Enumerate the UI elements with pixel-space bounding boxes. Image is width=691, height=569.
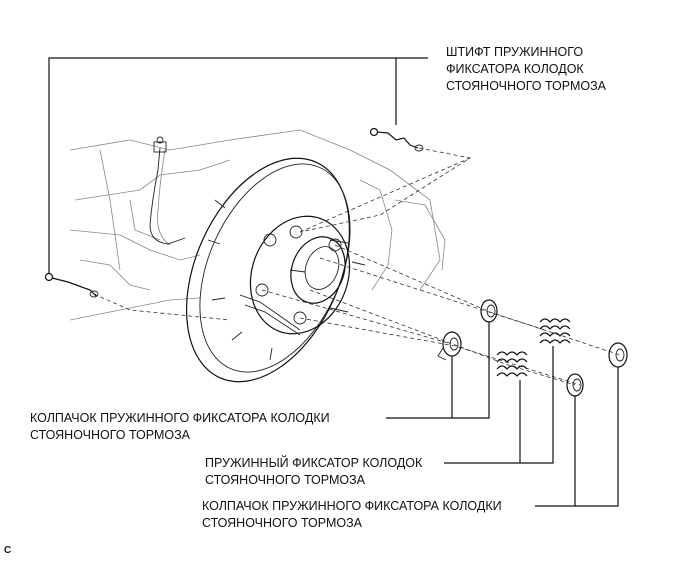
callout-cap-lower — [535, 367, 619, 507]
callout-spring — [444, 346, 554, 464]
label-line: КОЛПАЧОК ПРУЖИННОГО ФИКСАТОРА КОЛОДКИ — [202, 499, 502, 513]
callout-pin — [48, 57, 428, 273]
label-line: КОЛПАЧОК ПРУЖИННОГО ФИКСАТОРА КОЛОДКИ — [30, 411, 330, 425]
suspension-background — [69, 129, 446, 321]
label-spring: ПРУЖИННЫЙ ФИКСАТОР КОЛОДОК СТОЯНОЧНОГО Т… — [205, 455, 422, 489]
label-line: СТОЯНОЧНОГО ТОРМОЗА — [446, 79, 606, 93]
label-cap-upper: КОЛПАЧОК ПРУЖИННОГО ФИКСАТОРА КОЛОДКИ СТ… — [30, 410, 330, 444]
callout-cap-upper — [386, 322, 490, 419]
label-cap-lower: КОЛПАЧОК ПРУЖИННОГО ФИКСАТОРА КОЛОДКИ СТ… — [202, 498, 502, 532]
right-spring-pin — [369, 127, 424, 152]
label-line: СТОЯНОЧНОГО ТОРМОЗА — [205, 473, 365, 487]
left-spring-pin — [44, 272, 99, 298]
label-line: ПРУЖИННЫЙ ФИКСАТОР КОЛОДОК — [205, 456, 423, 470]
spring-lower — [496, 351, 528, 377]
hub-flange — [239, 215, 366, 336]
upper-cap-right — [480, 299, 498, 323]
lower-cap-right — [608, 342, 628, 368]
label-line: СТОЯНОЧНОГО ТОРМОЗА — [202, 516, 362, 530]
upper-cap-left — [437, 331, 462, 361]
label-spring-pin: ШТИФТ ПРУЖИННОГО ФИКСАТОРА КОЛОДОК СТОЯН… — [446, 44, 606, 95]
label-line: ШТИФТ ПРУЖИННОГО — [446, 45, 584, 59]
figure-code: C — [4, 545, 12, 556]
label-line: ФИКСАТОРА КОЛОДОК — [446, 62, 584, 76]
label-line: СТОЯНОЧНОГО ТОРМОЗА — [30, 428, 190, 442]
spring-upper — [539, 318, 571, 344]
backing-plate — [185, 157, 351, 383]
brake-hose — [149, 136, 186, 245]
alignment-lines — [93, 147, 621, 386]
